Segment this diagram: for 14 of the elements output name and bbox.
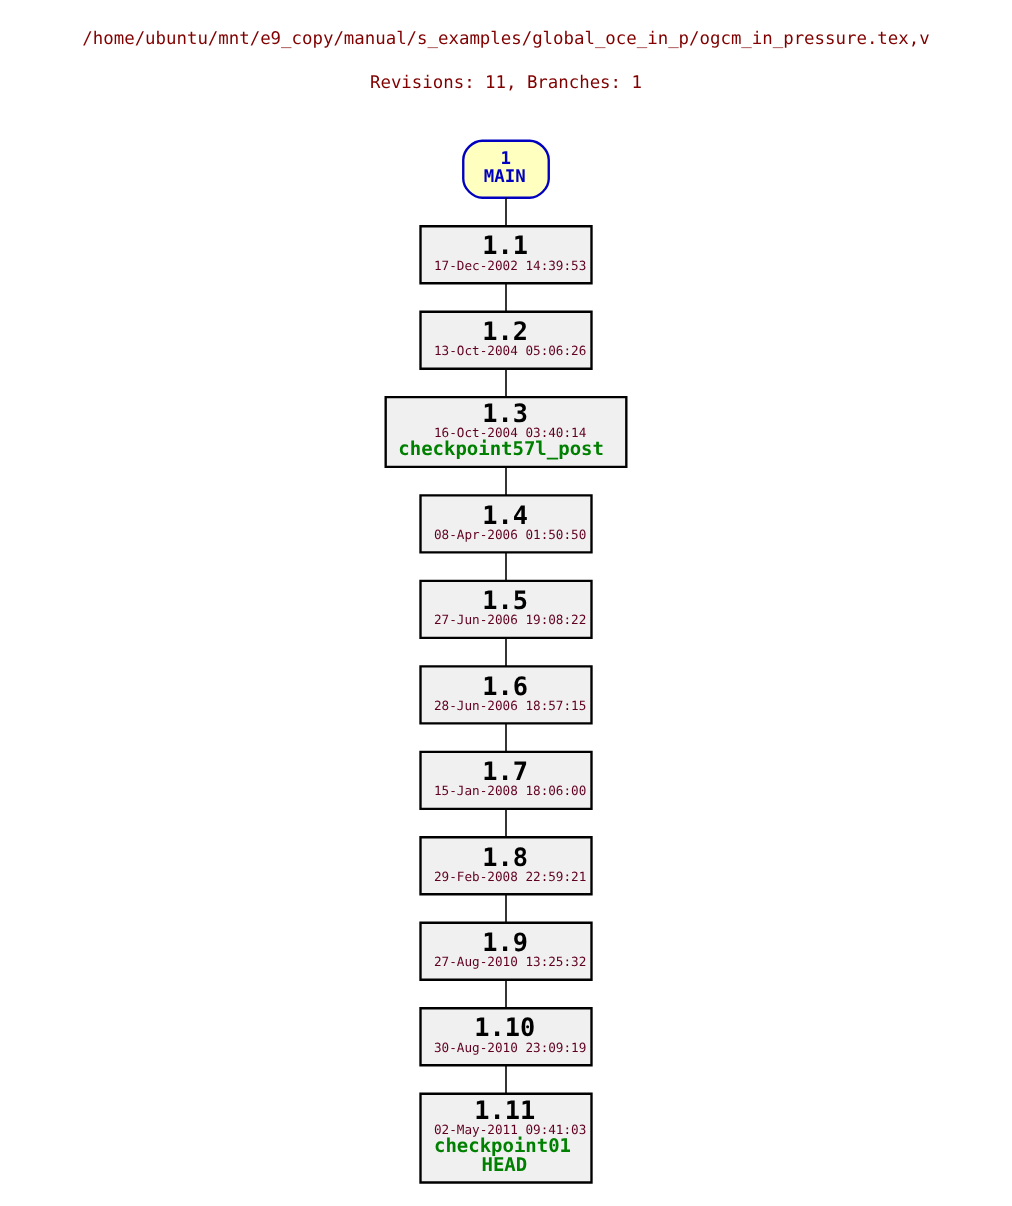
connector [505,1064,507,1095]
connector [505,979,507,1009]
connector [505,722,507,753]
connector [505,196,507,227]
connector [505,551,507,582]
connector [505,637,507,667]
connector [505,893,507,924]
node-box: 1 MAIN [462,139,550,199]
label: Revisions: 11, Branches: 1 [370,74,642,95]
connector [505,808,507,838]
connector [505,282,507,313]
connector [505,466,507,496]
connector [505,368,507,398]
diagram-title: /home/ubuntu/mnt/e9_copy/manual/s_examples/global_oce_in_p/ogcm_in_pressure.tex,v [82,29,930,50]
